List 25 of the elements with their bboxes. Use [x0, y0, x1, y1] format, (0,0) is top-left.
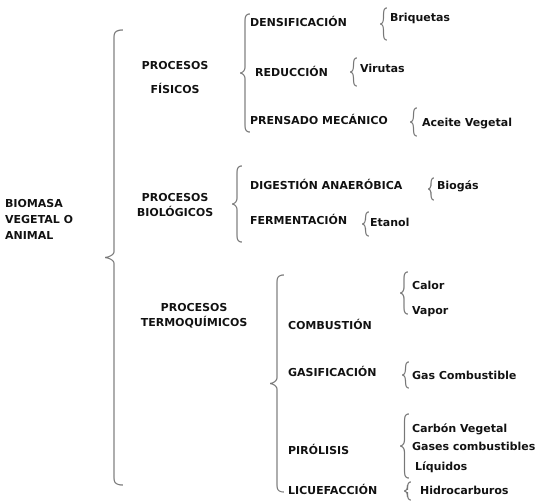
product-label: Biogás: [437, 178, 479, 193]
process-label: COMBUSTIÓN: [288, 318, 372, 333]
process-label: PRENSADO MECÁNICO: [250, 113, 388, 128]
product-label: Gas Combustible: [412, 368, 516, 383]
product-label: Calor: [412, 278, 444, 293]
product-label: Briquetas: [390, 10, 450, 25]
product-label: Hidrocarburos: [420, 483, 508, 498]
process-label: LICUEFACCIÓN: [288, 483, 378, 498]
product-label: Etanol: [370, 215, 410, 230]
process-label: FERMENTACIÓN: [250, 213, 348, 228]
process-label: GASIFICACIÓN: [288, 365, 376, 380]
category-label: PROCESOS FÍSICOS: [140, 58, 210, 98]
process-label: PIRÓLISIS: [288, 443, 350, 458]
category-label: PROCESOS TERMOQUÍMICOS: [140, 300, 248, 330]
root-label: BIOMASA VEGETAL O ANIMAL: [5, 196, 74, 244]
process-label: DENSIFICACIÓN: [250, 15, 347, 30]
product-label: Virutas: [360, 61, 405, 76]
product-label: Aceite Vegetal: [422, 115, 512, 130]
product-label: Carbón Vegetal: [412, 421, 508, 436]
product-label: Líquidos: [415, 459, 468, 474]
process-label: DIGESTIÓN ANAERÓBICA: [250, 178, 402, 193]
category-label: PROCESOS BIOLÓGICOS: [136, 190, 214, 220]
process-label: REDUCCIÓN: [255, 65, 328, 80]
product-label: Gases combustibles: [412, 439, 536, 454]
product-label: Vapor: [412, 303, 448, 318]
